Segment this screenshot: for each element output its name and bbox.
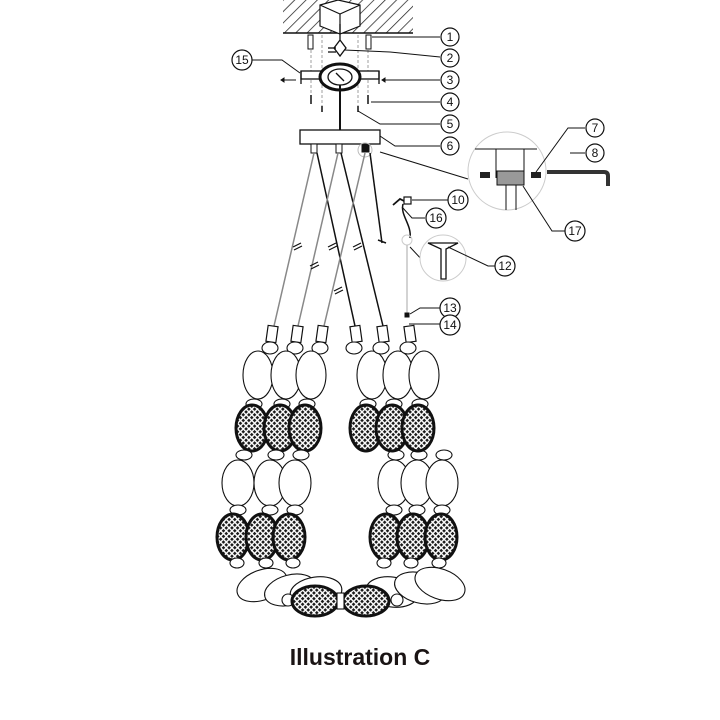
callout-6: 6 <box>440 136 460 156</box>
svg-text:16: 16 <box>429 211 443 225</box>
bead-cap <box>349 324 363 344</box>
svg-text:12: 12 <box>498 259 512 273</box>
suspension-cables <box>273 152 387 327</box>
clear-bead <box>414 566 466 602</box>
mesh-bead <box>215 512 251 562</box>
callout-8: 8 <box>585 143 605 163</box>
bead-cap <box>265 324 279 344</box>
svg-text:13: 13 <box>443 301 457 315</box>
callout-3: 3 <box>440 70 460 90</box>
spacer-bead <box>235 449 253 461</box>
spacer-bead <box>376 557 392 569</box>
svg-text:10: 10 <box>451 193 465 207</box>
svg-text:2: 2 <box>447 51 454 65</box>
mesh-bead <box>423 512 459 562</box>
hex-key <box>547 170 610 186</box>
callout-7: 7 <box>585 118 605 138</box>
svg-text:5: 5 <box>447 117 454 131</box>
callout-4: 4 <box>440 92 460 112</box>
clear-bead <box>278 459 312 507</box>
bead-cap <box>290 324 304 344</box>
spacer-bead <box>285 557 301 569</box>
clear-bead <box>242 350 274 400</box>
side-screws <box>280 77 397 83</box>
spacer-bead <box>258 557 274 569</box>
spacer-bead <box>435 449 453 461</box>
mesh-bead <box>290 584 340 618</box>
ceiling-screws <box>307 34 372 50</box>
bead-strands <box>215 324 466 618</box>
mesh-bead <box>341 584 391 618</box>
callout-leaders <box>252 36 585 325</box>
spacer-bead <box>261 341 279 355</box>
cable-break-marks <box>292 242 363 295</box>
spacer-bead <box>267 449 285 461</box>
callout-15: 15 <box>231 49 253 71</box>
callout-1: 1 <box>440 27 460 47</box>
mesh-bead <box>287 403 323 453</box>
svg-text:7: 7 <box>592 121 599 135</box>
spacer-bead <box>229 557 245 569</box>
svg-text:17: 17 <box>568 224 582 238</box>
clear-bead <box>221 459 255 507</box>
spacer-bead <box>261 504 279 516</box>
svg-text:14: 14 <box>443 318 457 332</box>
callout-14: 14 <box>439 314 461 336</box>
svg-text:4: 4 <box>447 95 454 109</box>
clear-bead <box>408 350 440 400</box>
svg-text:8: 8 <box>592 146 599 160</box>
junction-box <box>319 0 361 35</box>
bead-cap <box>403 324 417 344</box>
svg-text:3: 3 <box>447 73 454 87</box>
bead-cap <box>376 324 390 344</box>
spacer-bead <box>311 341 329 355</box>
callout-markers: 1 2 3 4 5 6 7 8 10 12 13 14 15 16 17 <box>231 27 605 336</box>
illustration-caption: Illustration C <box>289 644 431 670</box>
callout-10: 10 <box>447 189 469 211</box>
svg-text:6: 6 <box>447 139 454 153</box>
spacer-bead <box>385 504 403 516</box>
spacer-bead <box>399 341 417 355</box>
svg-text:1: 1 <box>447 30 454 44</box>
spacer-bead <box>292 449 310 461</box>
spacer-bead <box>345 341 363 355</box>
spacer-bead <box>372 341 390 355</box>
mesh-bead <box>271 512 307 562</box>
safety-cable-assembly <box>392 196 425 318</box>
detail-marker <box>357 142 373 158</box>
callout-5: 5 <box>440 114 460 134</box>
wire-connector <box>328 24 347 58</box>
spacer-bead <box>390 593 404 607</box>
callout-12: 12 <box>494 255 516 277</box>
detail-view-canopy-screw <box>379 131 547 211</box>
callout-16: 16 <box>425 207 447 229</box>
spacer-bead <box>336 592 345 610</box>
canopy-plate <box>299 129 381 145</box>
svg-text:15: 15 <box>235 53 249 67</box>
spacer-bead <box>403 557 419 569</box>
callout-17: 17 <box>564 220 586 242</box>
spacer-bead <box>286 341 304 355</box>
clear-bead <box>425 459 459 507</box>
clear-bead <box>295 350 327 400</box>
spacer-bead <box>431 557 447 569</box>
callout-2: 2 <box>440 48 460 68</box>
detail-view-cable-end <box>419 234 467 282</box>
bead-cap <box>315 324 329 344</box>
mesh-bead <box>400 403 436 453</box>
